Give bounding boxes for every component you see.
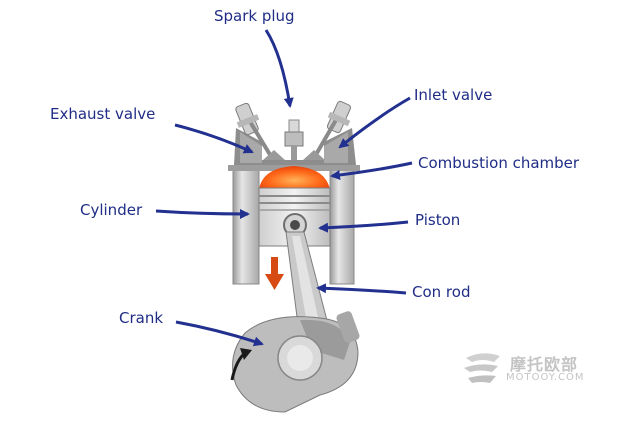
arrow-crank [175,320,264,347]
label-cylinder: Cylinder [80,201,143,219]
label-arrows [155,29,413,347]
label-con-rod: Con rod [412,283,471,301]
spark-plug [284,119,304,160]
exhaust-valve [235,102,285,160]
watermark: 摩托欧部 MOTOOY.COM [460,350,590,390]
arrow-combustion-chamber [330,161,413,180]
crank [230,311,360,413]
label-crank: Crank [119,309,164,327]
combustion-chamber [259,166,330,190]
label-piston: Piston [415,211,461,229]
arrow-inlet-valve [338,96,411,149]
arrow-spark-plug [264,29,294,108]
watermark-brand: 摩托欧部 [510,355,579,374]
arrow-piston [318,220,409,233]
piston-motion-arrow [265,257,284,290]
label-combustion-chamber: Combustion chamber [418,154,580,172]
label-exhaust-valve: Exhaust valve [50,105,156,123]
label-inlet-valve: Inlet valve [414,86,493,104]
inlet-valve [303,100,352,160]
arrow-exhaust-valve [174,123,254,154]
arrow-cylinder [155,208,250,219]
watermark-url: MOTOOY.COM [506,372,585,383]
label-spark-plug: Spark plug [214,7,295,25]
watermark-logo-icon [464,353,500,383]
arrow-con-rod [316,283,407,295]
